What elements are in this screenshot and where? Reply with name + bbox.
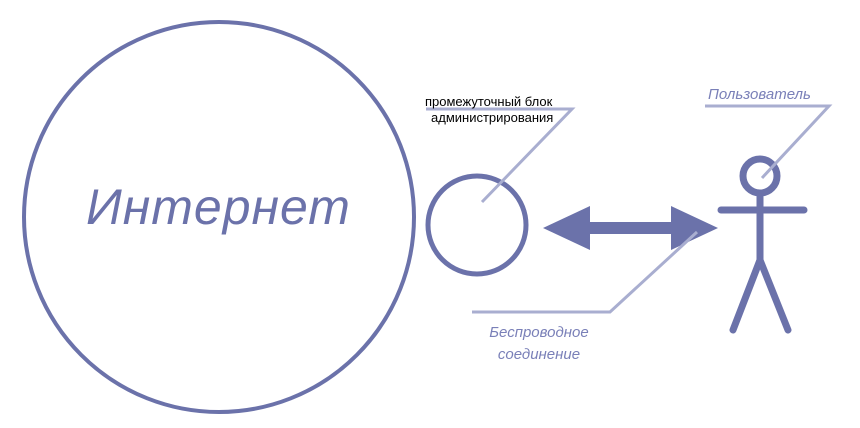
admin-callout-line (426, 107, 576, 204)
user-head (739, 155, 781, 197)
admin-block-label-line1: промежуточный блок (425, 94, 553, 109)
internet-label: Интернет (86, 179, 351, 235)
arrow-head-left (543, 206, 590, 250)
user-callout-line (705, 104, 833, 180)
wireless-label-line1: Беспроводное (489, 324, 589, 341)
user-label: Пользователь (708, 86, 811, 103)
user-left-leg (729, 256, 764, 334)
admin-block-label-line2: администрирования (431, 110, 554, 125)
wireless-label-line2: соединение (497, 346, 581, 363)
arrow-head-right (671, 206, 718, 250)
wireless-callout-line (472, 230, 699, 314)
internet-circle (22, 20, 416, 414)
admin-block-circle (425, 173, 529, 277)
wireless-arrow (543, 206, 718, 250)
user-right-leg (756, 256, 792, 334)
user-stick-figure (717, 155, 808, 334)
